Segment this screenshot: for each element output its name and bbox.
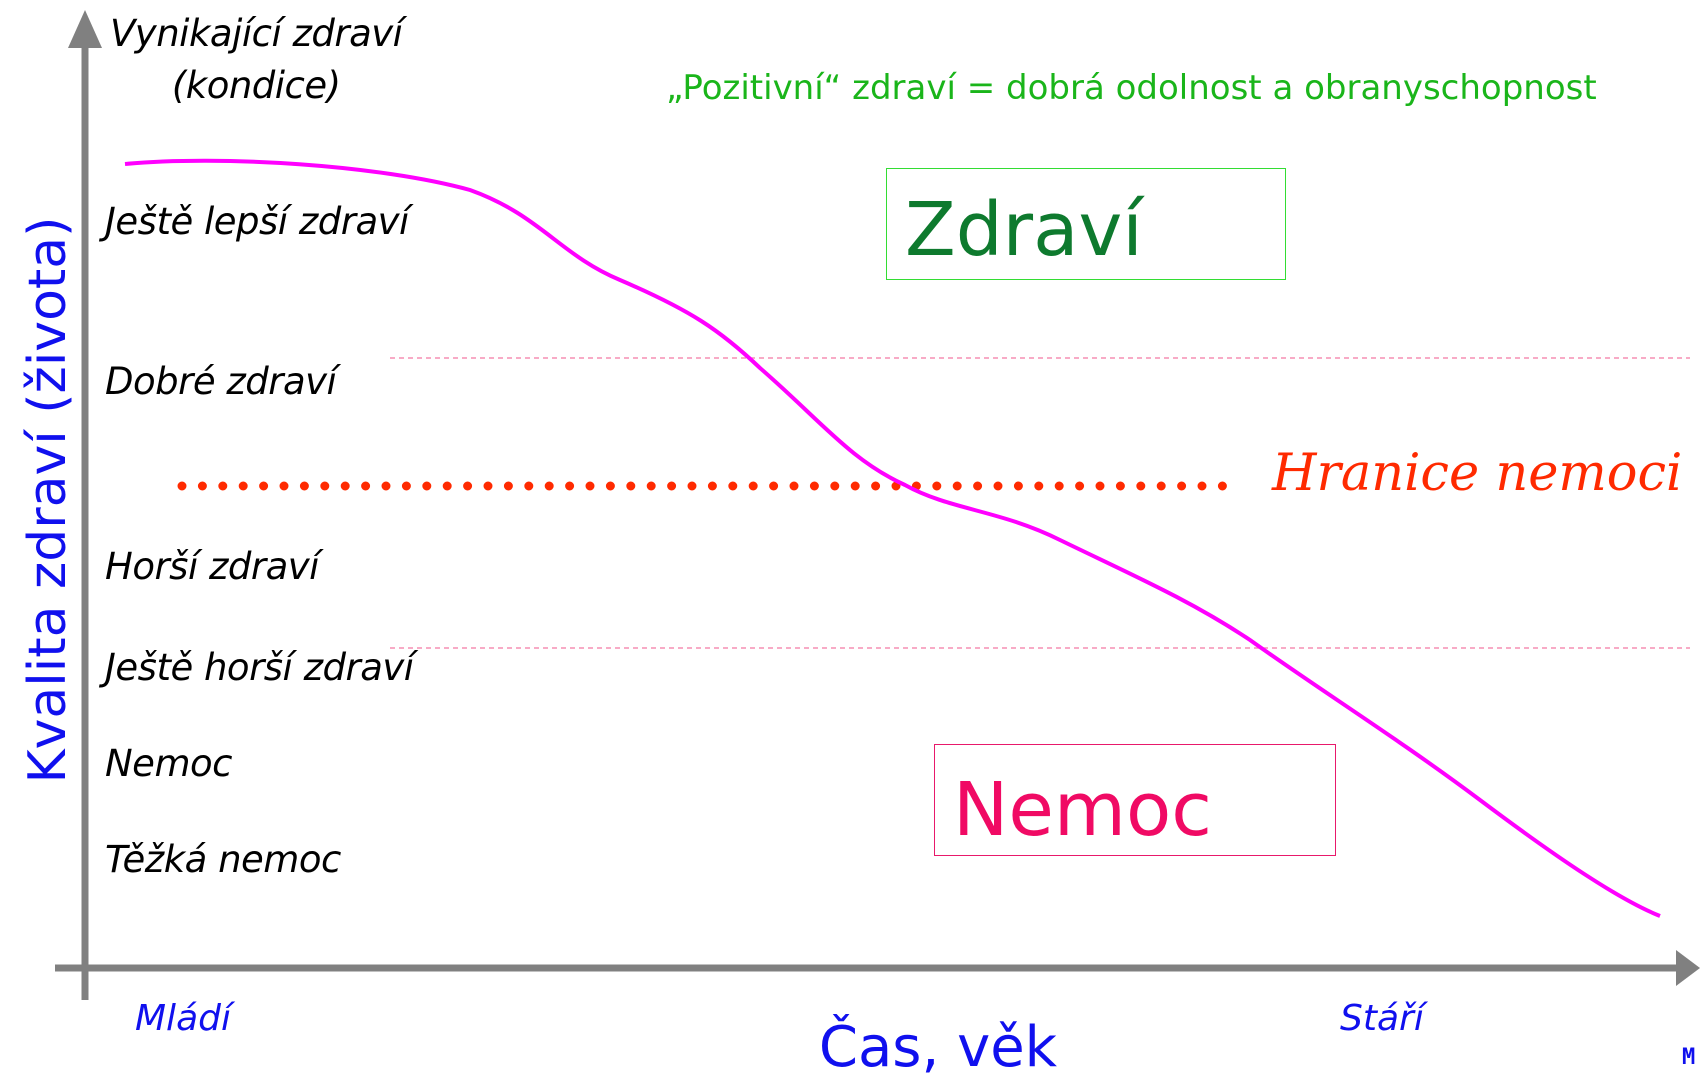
y-axis-label: Kvalita zdraví (života) (18, 216, 78, 784)
health-box: Zdraví (886, 168, 1286, 280)
level-worse-health: Horší zdraví (105, 545, 319, 588)
level-excellent-health-line2: (kondice) (171, 64, 341, 107)
level-good-health: Dobré zdraví (105, 360, 337, 403)
level-illness: Nemoc (105, 742, 232, 785)
level-even-worse-health: Ještě horší zdraví (105, 646, 414, 689)
x-tick-old-age: Stáří (1340, 998, 1424, 1039)
corner-mark: M (1682, 1045, 1696, 1070)
illness-box: Nemoc (934, 744, 1336, 856)
y-axis-arrow (68, 10, 102, 48)
health-box-label: Zdraví (905, 187, 1143, 273)
health-trajectory-curve (124, 158, 1661, 918)
level-excellent-health-line1: Vynikající zdraví (110, 12, 403, 55)
level-severe-illness: Těžká nemoc (105, 838, 341, 881)
illness-boundary-label: Hranice nemoci (1272, 444, 1683, 503)
x-axis-label: Čas, věk (818, 1015, 1058, 1080)
level-excellent-health: Vynikající zdraví (kondice) (110, 8, 403, 112)
positive-health-note: „Pozitivní“ zdraví = dobrá odolnost a ob… (666, 68, 1597, 108)
level-even-better-health: Ještě lepší zdraví (105, 200, 409, 243)
illness-box-label: Nemoc (953, 767, 1212, 853)
x-tick-youth: Mládí (135, 998, 231, 1039)
x-axis-arrow (1676, 950, 1700, 986)
